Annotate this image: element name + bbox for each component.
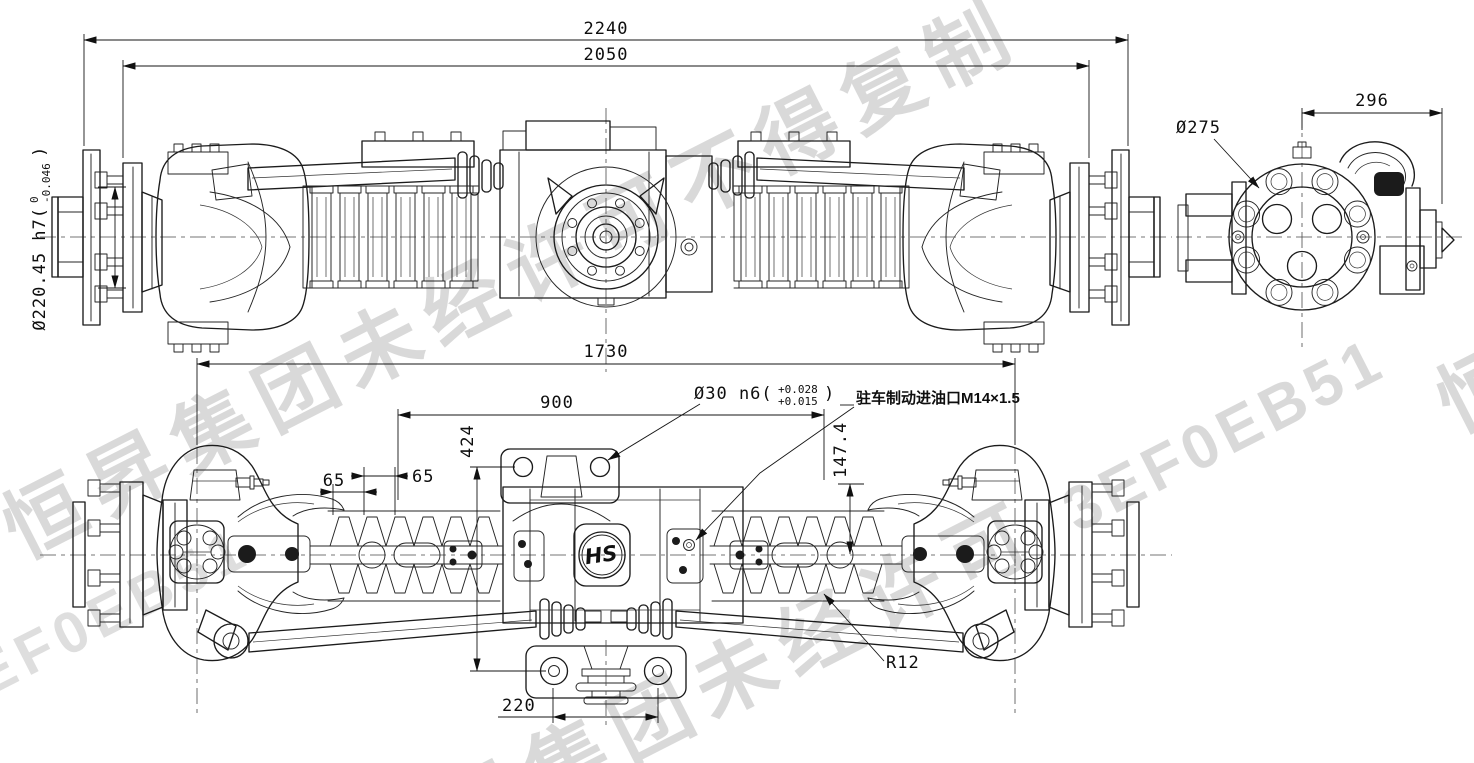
flange-face: [1228, 141, 1376, 311]
dim-fin-pitch-b: 65: [412, 467, 434, 487]
differential-housing-front: [499, 120, 713, 308]
dim-port-offset: 147.4: [831, 422, 851, 478]
dim-fin-radius: R12: [886, 653, 920, 673]
end-view: 296 Ø275: [1176, 91, 1464, 348]
dim-fin-pitch-a: 65: [323, 471, 345, 491]
differential-housing-plan: HS: [500, 448, 744, 726]
dim-kingpin-span: 1730: [584, 342, 629, 362]
dim-bracket-hole-paren: ): [824, 384, 835, 404]
dim-hub-diameter-tol-upper: 0: [28, 196, 41, 203]
dim-flange-diameter: Ø275: [1176, 118, 1221, 138]
dim-bracket-vertical: 424: [458, 424, 478, 458]
hs-logo: HS: [583, 541, 619, 569]
plan-view: HS: [40, 342, 1172, 726]
dim-hub-diameter-tol-lower: -0.046: [40, 163, 53, 203]
dim-hub-diameter-value: Ø220.45 h7(: [30, 207, 50, 331]
dim-bracket-hole-value: Ø30 n6(: [694, 384, 773, 404]
dim-end-offset: 296: [1355, 91, 1389, 111]
dim-hub-diameter-paren: ): [30, 146, 50, 157]
dim-bracket-hole-tol-upper: +0.028: [778, 383, 818, 396]
dim-bracket-hole-tol-lower: +0.015: [778, 395, 818, 408]
parking-brake-port-label: 驻车制动进油口M14×1.5: [856, 389, 1020, 407]
dim-mount-hole-span: 220: [502, 696, 536, 716]
dim-flange-span: 2050: [584, 45, 629, 65]
parking-brake-port-note: 驻车制动进油口M14×1.5: [695, 389, 1020, 541]
dim-bracket-span: 900: [540, 393, 574, 413]
dim-hub-diameter: Ø220.45 h7( 0 -0.046 ): [28, 146, 53, 331]
dim-bracket-hole: Ø30 n6( +0.028 +0.015 ): [607, 383, 835, 461]
front-view-dimensions: 2240 2050 Ø220.45 h7( 0 -0.046 ): [28, 19, 1129, 331]
front-view: 2240 2050 Ø220.45 h7( 0 -0.046 ): [28, 19, 1172, 372]
end-view-dimensions: 296 Ø275: [1176, 91, 1443, 204]
end-view-brackets: [1177, 141, 1455, 295]
plan-view-dimensions: 1730 900 65 65 424: [196, 342, 1020, 723]
dim-overall-width: 2240: [584, 19, 629, 39]
